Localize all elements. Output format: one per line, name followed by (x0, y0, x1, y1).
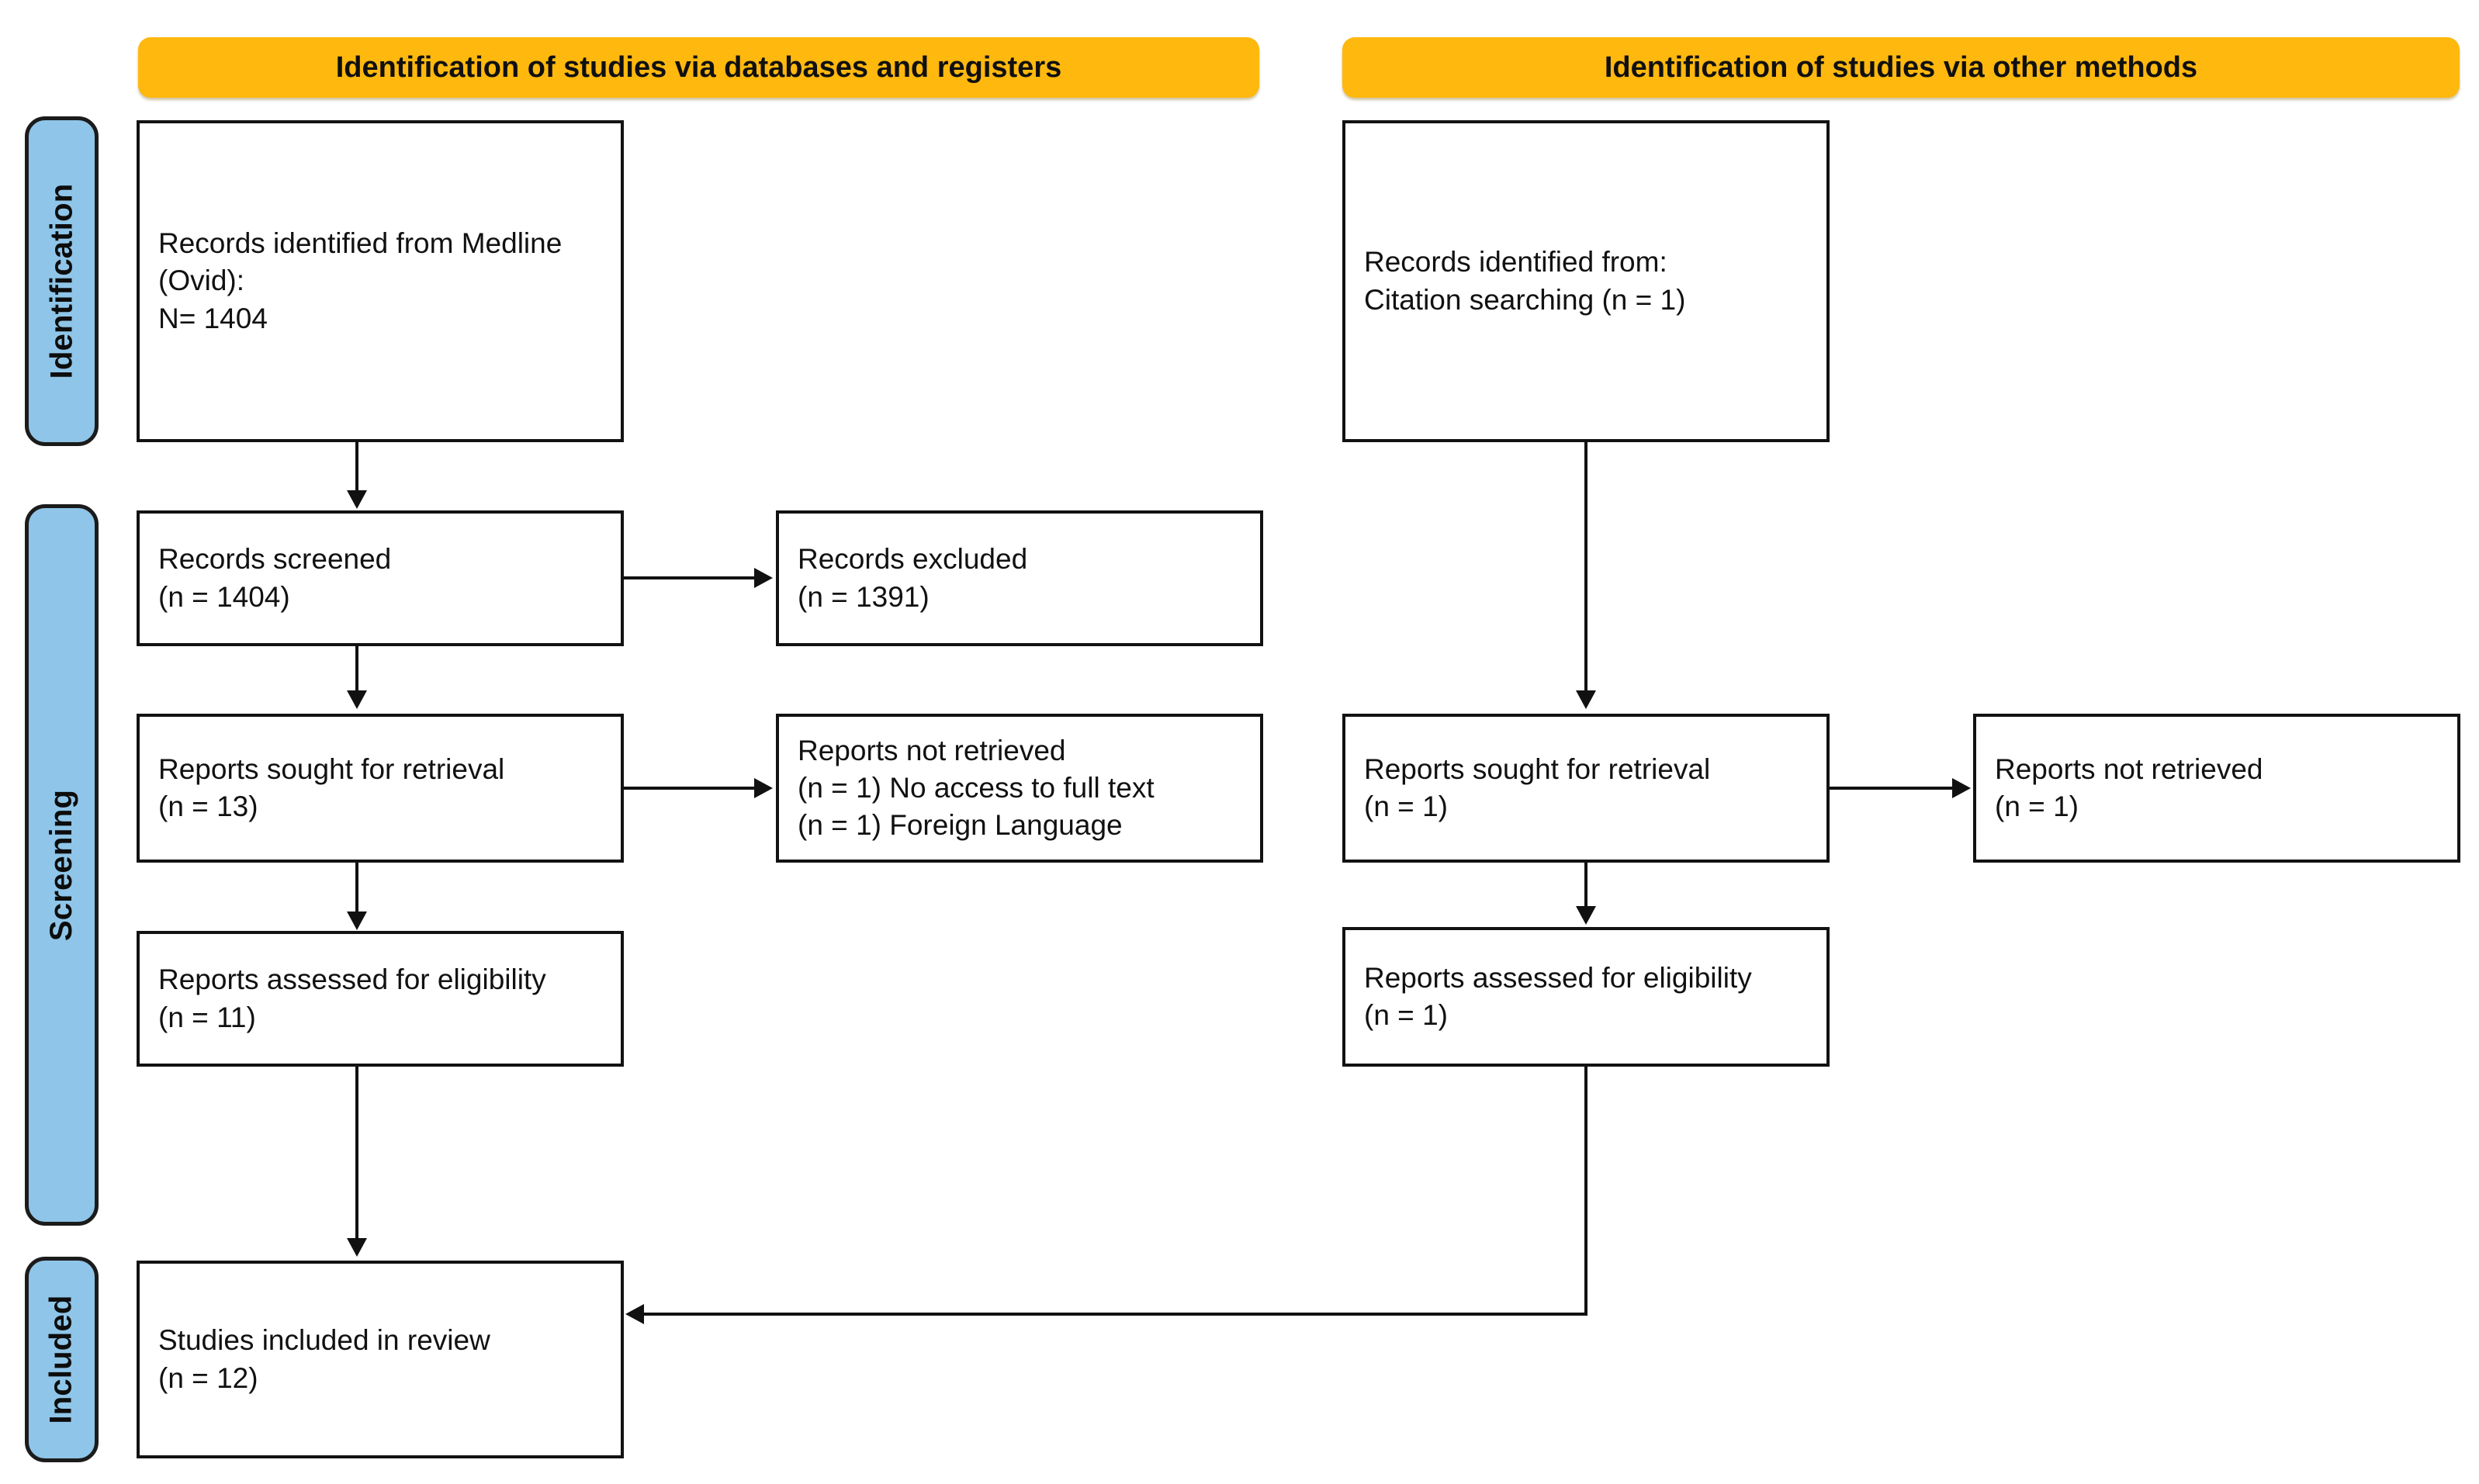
arrowhead-om-assessed-to-included (625, 1304, 644, 1324)
arrowhead-om-sought-to-assessed (1576, 906, 1596, 925)
box-records-screened: Records screened (n = 1404) (137, 510, 624, 646)
connector-om-sought-to-notretrieved (1830, 787, 1954, 790)
arrowhead-db-sought-to-notretrieved (754, 778, 773, 798)
box-reports-sought-databases: Reports sought for retrieval (n = 13) (137, 714, 624, 863)
box-reports-assessed-databases-text: Reports assessed for eligibility (n = 11… (158, 963, 546, 1033)
box-reports-sought-other-methods-text: Reports sought for retrieval (n = 1) (1364, 752, 1711, 822)
box-records-excluded: Records excluded (n = 1391) (776, 510, 1263, 646)
box-reports-not-retrieved-databases: Reports not retrieved (n = 1) No access … (776, 714, 1263, 863)
arrowhead-db-sought-to-assessed (347, 912, 367, 930)
phase-tab-screening-label: Screening (44, 789, 79, 941)
box-reports-assessed-databases: Reports assessed for eligibility (n = 11… (137, 931, 624, 1067)
box-records-identified-databases-text: Records identified from Medline (Ovid): … (158, 227, 563, 334)
phase-tab-included[interactable]: Included (25, 1257, 99, 1462)
connector-db-assessed-to-included (355, 1067, 358, 1241)
header-databases-and-registers-label: Identification of studies via databases … (335, 50, 1062, 84)
connector-db-screened-to-sought (355, 646, 358, 694)
header-other-methods: Identification of studies via other meth… (1342, 37, 2460, 98)
connector-db-identified-to-screened (355, 442, 358, 495)
phase-tab-included-label: Included (44, 1295, 78, 1424)
connector-db-screened-to-excluded (624, 576, 756, 579)
box-records-excluded-text: Records excluded (n = 1391) (798, 543, 1028, 613)
connector-db-sought-to-assessed (355, 863, 358, 915)
box-reports-assessed-other-methods-text: Reports assessed for eligibility (n = 1) (1364, 961, 1752, 1031)
box-reports-not-retrieved-databases-text: Reports not retrieved (n = 1) No access … (798, 734, 1155, 842)
box-records-identified-other-methods-text: Records identified from: Citation search… (1364, 246, 1686, 316)
box-studies-included: Studies included in review (n = 12) (137, 1261, 624, 1458)
header-other-methods-label: Identification of studies via other meth… (1604, 50, 2198, 84)
phase-tab-identification[interactable]: Identification (25, 116, 99, 446)
arrowhead-db-screened-to-sought (347, 690, 367, 709)
box-records-identified-databases: Records identified from Medline (Ovid): … (137, 120, 624, 442)
box-records-identified-other-methods: Records identified from: Citation search… (1342, 120, 1830, 442)
box-reports-not-retrieved-other-methods: Reports not retrieved (n = 1) (1973, 714, 2460, 863)
header-databases-and-registers: Identification of studies via databases … (138, 37, 1259, 98)
box-studies-included-text: Studies included in review (n = 12) (158, 1324, 490, 1394)
phase-tab-screening[interactable]: Screening (25, 504, 99, 1226)
connector-om-assessed-to-included-vertical (1584, 1067, 1587, 1315)
arrowhead-db-assessed-to-included (347, 1238, 367, 1257)
arrowhead-db-identified-to-screened (347, 490, 367, 509)
arrowhead-db-screened-to-excluded (754, 568, 773, 588)
box-reports-assessed-other-methods: Reports assessed for eligibility (n = 1) (1342, 927, 1830, 1067)
connector-om-assessed-to-included-horizontal (636, 1313, 1587, 1316)
box-records-screened-text: Records screened (n = 1404) (158, 543, 392, 613)
connector-db-sought-to-notretrieved (624, 787, 756, 790)
connector-om-sought-to-assessed (1584, 863, 1587, 911)
box-reports-not-retrieved-other-methods-text: Reports not retrieved (n = 1) (1995, 752, 2263, 822)
phase-tab-identification-label: Identification (44, 183, 78, 379)
arrowhead-om-identified-to-sought (1576, 690, 1596, 709)
box-reports-sought-databases-text: Reports sought for retrieval (n = 13) (158, 752, 505, 822)
arrowhead-om-sought-to-notretrieved (1952, 778, 1971, 798)
connector-om-identified-to-sought (1584, 442, 1587, 694)
box-reports-sought-other-methods: Reports sought for retrieval (n = 1) (1342, 714, 1830, 863)
